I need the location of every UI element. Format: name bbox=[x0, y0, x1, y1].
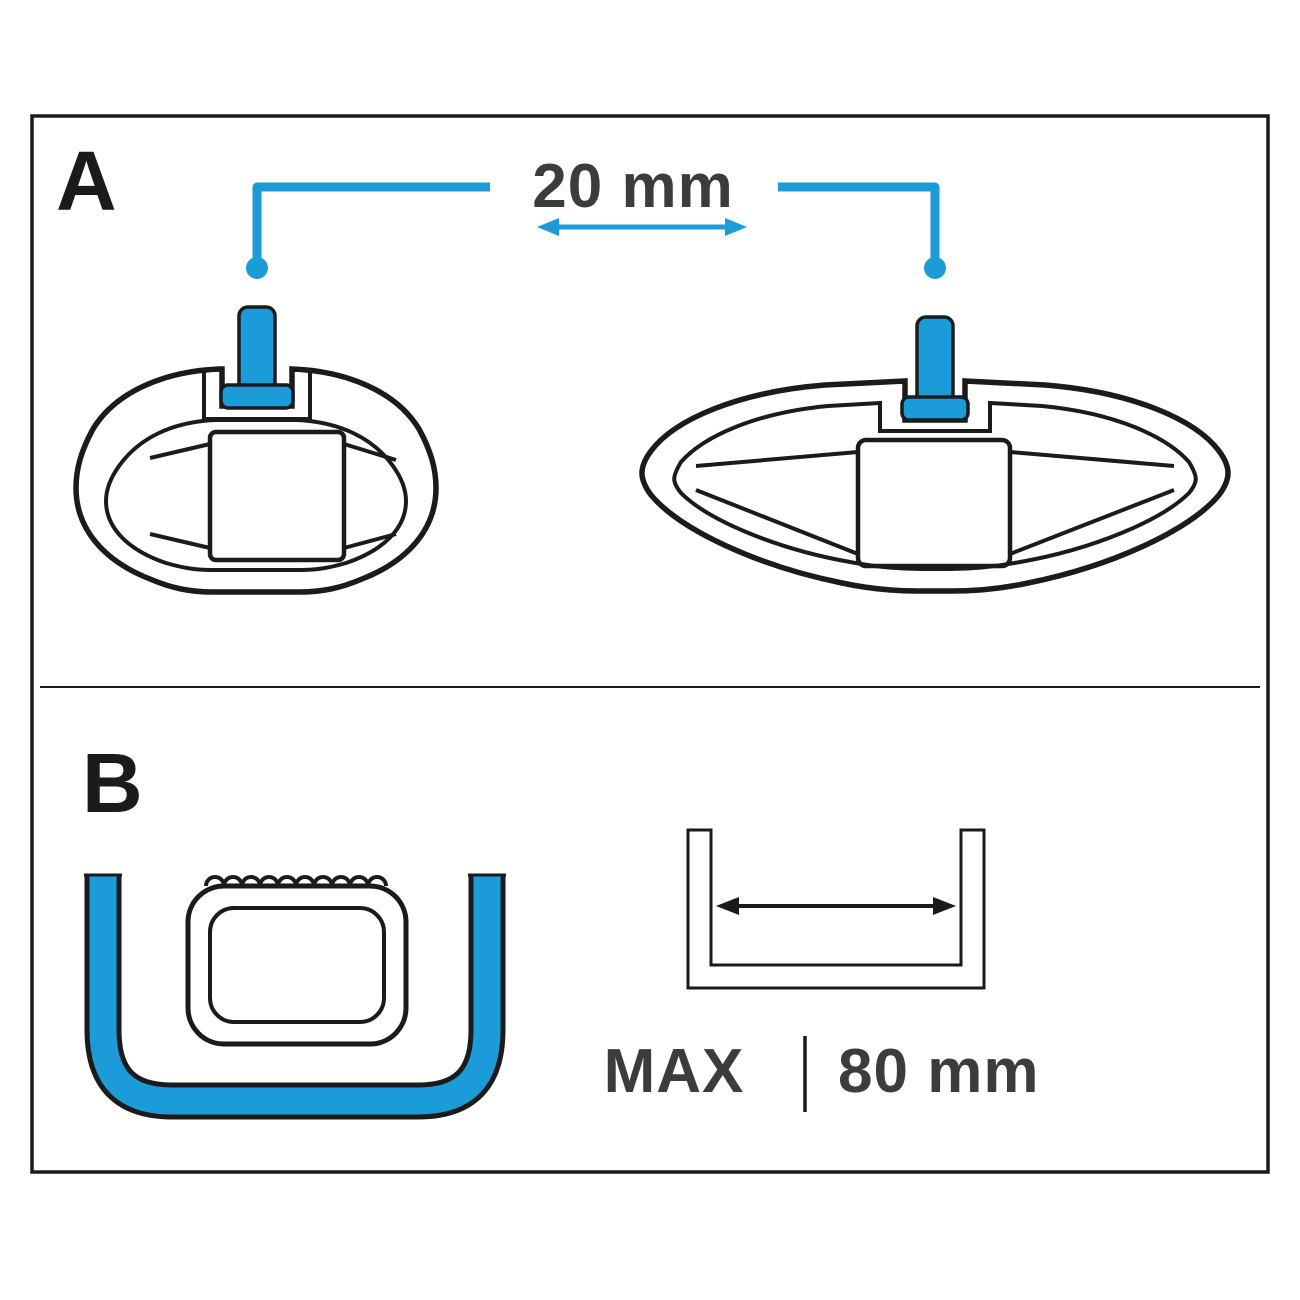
t-adapter-right-foot bbox=[900, 395, 970, 422]
u-channel-measured bbox=[686, 828, 986, 990]
width-arrow bbox=[716, 897, 956, 915]
oval-struts bbox=[149, 442, 397, 550]
aero-inner-outline bbox=[672, 400, 1198, 571]
crossbar-hatch bbox=[208, 906, 386, 1024]
dimension-bracket-left bbox=[252, 182, 490, 260]
roofbar-oval-profile bbox=[73, 366, 439, 595]
dimension-label: 20 mm bbox=[532, 152, 733, 221]
t-adapter-left-stem bbox=[237, 305, 277, 397]
crossbar-cross-section bbox=[185, 875, 409, 1047]
roofbar-aero-profile bbox=[639, 378, 1231, 594]
crossbar-corrugation bbox=[204, 875, 388, 887]
t-adapter-left bbox=[219, 305, 295, 410]
u-channel-measured-walls bbox=[686, 828, 986, 990]
u-channel-blue-band bbox=[89, 876, 501, 1115]
dimension-arrow bbox=[537, 218, 747, 236]
max-value: 80 mm bbox=[838, 1037, 1039, 1106]
bracket-dot-right bbox=[924, 257, 946, 279]
dimension-bracket-right bbox=[778, 182, 940, 260]
oval-inner-outline bbox=[103, 418, 409, 572]
aero-profile-outline bbox=[639, 378, 1231, 594]
t-adapter-right-stem bbox=[915, 315, 955, 411]
aero-center-chamber bbox=[855, 437, 1013, 569]
max-label: MAX bbox=[604, 1037, 745, 1106]
t-adapter-left-foot bbox=[219, 383, 295, 410]
oval-center-chamber bbox=[207, 429, 347, 563]
bracket-dot-left bbox=[246, 257, 268, 279]
u-channel-blue bbox=[84, 873, 506, 1120]
section-b-label: B bbox=[82, 736, 143, 830]
aero-struts bbox=[695, 450, 1175, 556]
t-adapter-right bbox=[900, 315, 970, 422]
section-a-label: A bbox=[56, 134, 117, 228]
